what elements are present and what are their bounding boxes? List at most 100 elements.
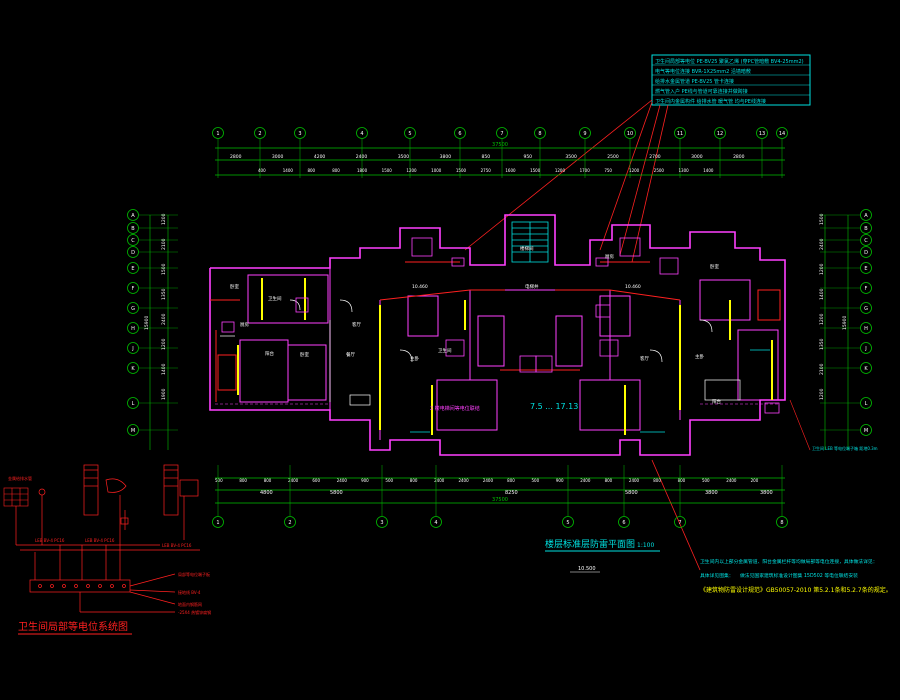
top-dim-2-14: 750	[604, 168, 612, 173]
left-dim-0: 1200	[161, 213, 167, 225]
bottom-dim-1-0: 500	[215, 478, 223, 483]
bottom-dim-2-3: 5800	[625, 490, 638, 496]
top-dim-1-8: 3500	[565, 154, 577, 160]
sys-floor: 接地线 BV-4	[178, 589, 201, 595]
center-note-right: 7.5 ... 17.13	[530, 402, 578, 411]
sys-pipe-1: LEB BV-4 PC16	[35, 538, 65, 543]
top-dim-2-13: 1700	[580, 168, 591, 173]
bottom-dim-1-1: 800	[239, 478, 247, 483]
axis-right-C: C	[860, 234, 872, 246]
bottom-dim-1-2: 800	[264, 478, 272, 483]
axis-top-8: 8	[534, 127, 546, 139]
top-dim-2-4: 1800	[357, 168, 368, 173]
room-label-2: 厨房	[240, 321, 249, 328]
bottom-dim-1-6: 900	[361, 478, 369, 483]
top-dim-2-2: 800	[307, 168, 315, 173]
top-dim-2-10: 1600	[505, 168, 516, 173]
axis-left-C-label: C	[131, 238, 135, 244]
room-label-7: 主卧	[410, 355, 419, 362]
legend-line-4: 燃气管入户 PE线与管道可靠连接并做跨接	[655, 88, 748, 95]
axis-top-14: 14	[776, 127, 788, 139]
legend-line-2: 电气等电位连接 BVR-1X25mm2 沿墙暗敷	[655, 68, 751, 75]
top-dim-1-11: 3000	[691, 154, 703, 160]
floor-plan	[209, 214, 786, 456]
axis-left-L: L	[127, 397, 139, 409]
right-callout: 卫生间 LEB 等电位端子箱 距地0.3m	[812, 445, 878, 451]
top-dim-2-1: 1400	[283, 168, 294, 173]
top-dim-1-7: 950	[523, 154, 532, 160]
axis-bottom-4: 4	[430, 516, 442, 528]
room-label-0: 卧室	[230, 283, 239, 290]
top-dim-2-9: 2750	[481, 168, 492, 173]
right-dim-4: 1200	[819, 313, 825, 325]
top-dim-2-18: 1400	[703, 168, 714, 173]
room-label-8: 卫生间	[438, 347, 452, 354]
axis-bottom-6-label: 6	[622, 520, 625, 526]
axis-bottom-6: 6	[618, 516, 630, 528]
axis-left-J-label: J	[131, 346, 133, 352]
bottom-dim-1-11: 2400	[483, 478, 494, 483]
axis-top-3: 3	[294, 127, 306, 139]
axis-top-4-label: 4	[360, 131, 363, 137]
left-dim-1: 2100	[161, 238, 167, 250]
bottom-dim-2-4: 3800	[705, 490, 718, 496]
bottom-dim-1-4: 600	[312, 478, 320, 483]
axis-right-J-label: J	[864, 346, 866, 352]
axis-top-7: 7	[496, 127, 508, 139]
top-dim-1-5: 3800	[440, 154, 452, 160]
staircase	[410, 221, 770, 433]
axis-right-B: B	[860, 222, 872, 234]
top-dim-2-8: 1500	[456, 168, 467, 173]
top-dim-1-9: 2500	[607, 154, 619, 160]
room-label-14: 阳台	[712, 398, 721, 405]
axis-left-K-label: K	[131, 366, 135, 372]
plan-scale: 1:100	[637, 542, 654, 549]
bottom-dim-1-12: 800	[507, 478, 515, 483]
axis-left-K: K	[127, 362, 139, 374]
axis-right-F-label: F	[865, 286, 868, 292]
bottom-dim-1-18: 800	[653, 478, 661, 483]
room-label-15: 主卧	[695, 353, 704, 360]
axis-top-13-label: 13	[759, 131, 765, 137]
axis-top-10: 10	[624, 127, 636, 139]
axis-bottom-4-label: 4	[434, 520, 437, 526]
axis-top-10-label: 10	[627, 131, 633, 137]
room-label-5: 阳台	[265, 350, 274, 357]
axis-right-L: L	[860, 397, 872, 409]
axis-left-B: B	[127, 222, 139, 234]
axis-right-E-label: E	[864, 266, 867, 272]
axis-right-F: F	[860, 282, 872, 294]
sys-bottom: -25X4 热镀锌扁钢	[178, 609, 211, 615]
axis-top-2-label: 2	[258, 131, 261, 137]
right-dim-2: 1200	[819, 263, 825, 275]
top-dim-1-6: 850	[482, 154, 491, 160]
axis-bottom-8-label: 8	[780, 520, 783, 526]
top-dim-2-12: 1200	[555, 168, 566, 173]
room-labels: 卧室卫生间厨房客厅餐厅阳台卧室主卧卫生间楼梯间电梯井厨房客厅卧室阳台主卧	[230, 245, 721, 405]
axis-left-F: F	[127, 282, 139, 294]
top-dim-2-3: 800	[332, 168, 340, 173]
bottom-dim-1-17: 2400	[629, 478, 640, 483]
right-dim-6: 2100	[819, 363, 825, 375]
axis-top-11-label: 11	[677, 131, 683, 137]
top-dim-2-16: 2500	[654, 168, 665, 173]
axis-left-E: E	[127, 262, 139, 274]
left-dim-2: 1500	[161, 263, 167, 275]
room-label-9: 楼梯间	[520, 245, 534, 252]
axis-left-H: H	[127, 322, 139, 334]
top-overall-dim: 37500	[492, 142, 508, 148]
left-dim-4: 2400	[161, 313, 167, 325]
left-dim-3: 1350	[161, 288, 167, 300]
right-dim-1: 2400	[819, 238, 825, 250]
axis-top-5-label: 5	[408, 131, 411, 137]
bottom-dim-1-21: 2400	[726, 478, 737, 483]
axis-right-H: H	[860, 322, 872, 334]
bottom-dim-1-16: 800	[605, 478, 613, 483]
axis-top-1-label: 1	[216, 131, 219, 137]
bottom-dim-2-1: 5800	[330, 490, 343, 496]
